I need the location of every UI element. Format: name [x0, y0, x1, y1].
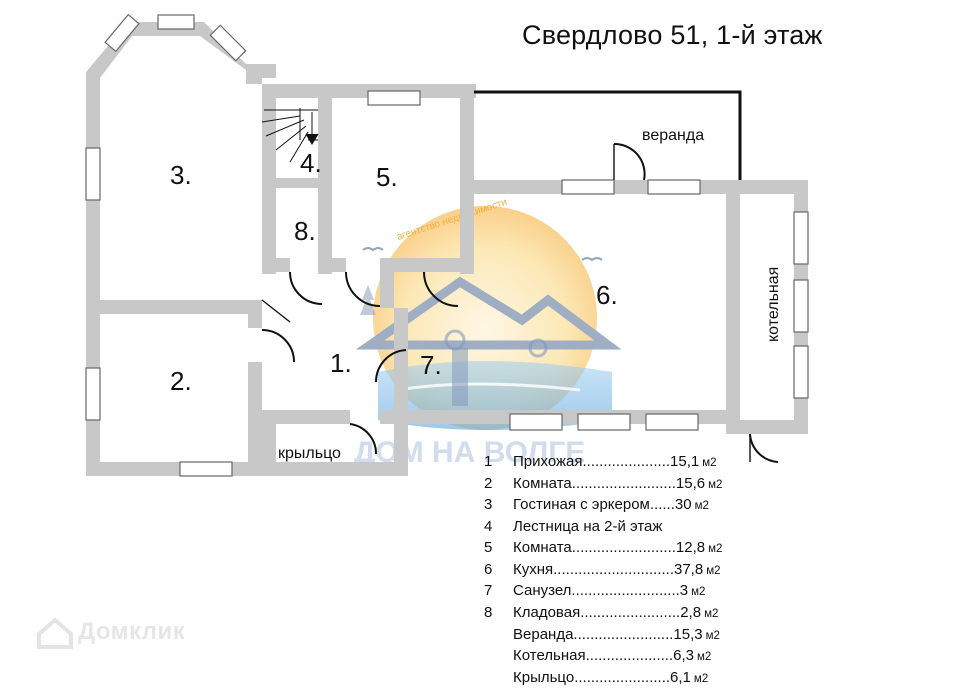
veranda-label: веранда — [642, 127, 704, 144]
legend-unit: м2 — [706, 564, 721, 577]
door-kitchen — [423, 271, 459, 307]
window — [645, 413, 699, 431]
bird-icon — [581, 257, 603, 262]
room-6-label: 6. — [596, 280, 618, 310]
window — [157, 14, 195, 30]
legend-unit: м2 — [708, 478, 723, 491]
veranda-outline — [474, 90, 742, 180]
window — [179, 461, 233, 477]
wall-4-5 — [318, 98, 332, 274]
legend-number: 1 — [484, 453, 493, 470]
kitchen-top-wall — [474, 180, 808, 194]
room-3-label: 3. — [170, 160, 192, 190]
legend-unit: м2 — [691, 586, 706, 599]
legend-number: 8 — [484, 603, 493, 621]
door-porch — [349, 423, 378, 455]
porch-label: крыльцо — [278, 445, 341, 462]
walls — [86, 22, 808, 476]
door-room2 — [261, 329, 295, 363]
windows — [85, 13, 809, 477]
legend-number: 7 — [484, 582, 493, 600]
window — [793, 279, 809, 333]
legend-text: Прихожая.....................15,1 — [513, 453, 700, 470]
legend-unit: м2 — [693, 673, 709, 686]
room2-right-wall — [248, 362, 262, 476]
legend-text: Кухня.............................37,8 — [513, 560, 704, 578]
wall-kitchen-boiler — [726, 194, 740, 434]
window — [85, 367, 101, 421]
legend-text: Кладовая........................2,8 — [513, 603, 702, 621]
agency-logo: агентство недвижимости ДОМ НА ВОЛГЕ — [354, 197, 622, 469]
door-bathroom — [374, 349, 407, 383]
window — [561, 179, 615, 195]
legend-unit: м2 — [705, 629, 720, 642]
window-round-shape — [444, 329, 466, 351]
window — [793, 345, 809, 399]
legend-number: 5 — [484, 538, 493, 556]
door-room8 — [289, 271, 323, 305]
window — [793, 211, 809, 265]
legend-unit: м2 — [704, 607, 719, 620]
legend-text: Лестница на 2-й этаж — [513, 518, 663, 536]
tree-icon — [360, 285, 376, 315]
legend-unit: м2 — [708, 542, 723, 555]
legend-text: Котельная.....................6,3 — [513, 647, 694, 665]
room-2-label: 2. — [170, 366, 192, 396]
legend-text: Комната.........................12,8 — [513, 538, 706, 556]
door-room5 — [345, 271, 381, 307]
domclick-watermark: Домклик — [78, 618, 186, 645]
legend-text: Крыльцо.......................6,1 — [513, 669, 691, 687]
legend-number: 2 — [484, 474, 493, 492]
room-5-label: 5. — [376, 162, 398, 192]
legend-text: Веранда........................15,3 — [513, 625, 703, 643]
door-veranda — [613, 142, 646, 181]
window — [577, 413, 631, 431]
legend-text: Санузел..........................3 — [513, 582, 689, 600]
legend-unit: м2 — [694, 500, 709, 513]
legend-number: 3 — [484, 496, 493, 514]
roof-shape — [355, 276, 622, 350]
wall-3-2 — [100, 300, 262, 314]
legend-unit: м2 — [696, 651, 712, 664]
legend-row: 4 Лестница на 2-й этаж — [484, 517, 784, 538]
room-7-label: 7. — [420, 350, 442, 380]
window — [209, 24, 247, 62]
legend-text: Комната.........................15,6 — [513, 474, 706, 492]
window — [509, 413, 563, 431]
room-4-label: 4. — [300, 148, 322, 178]
room-1-label: 1. — [330, 348, 352, 378]
wall-5-6 — [460, 98, 474, 274]
window — [647, 179, 701, 195]
room3-right-wall — [262, 84, 276, 274]
plan-title: Свердлово 51, 1-й этаж — [522, 20, 823, 50]
legend-unit: м2 — [702, 457, 717, 469]
room-8-label: 8. — [294, 216, 316, 246]
bird-icon — [362, 247, 384, 252]
stairs — [261, 108, 319, 163]
room-labels: 3. 4. 5. 8. 6. 1. 7. 2. — [170, 148, 618, 396]
boiler-room-label: котельная — [765, 267, 782, 342]
doors — [261, 142, 779, 463]
legend-text: Гостиная с эркером......30 — [513, 496, 692, 514]
domclick-logo-icon — [37, 617, 73, 649]
window — [104, 13, 140, 53]
floor-plan: агентство недвижимости ДОМ НА ВОЛГЕ — [85, 13, 809, 477]
legend-number: 6 — [484, 560, 493, 578]
window — [367, 90, 421, 106]
legend-number: 4 — [484, 518, 493, 536]
window — [85, 147, 101, 201]
room2-bottom-wall — [86, 462, 262, 476]
stair-arrow-icon — [305, 133, 319, 145]
